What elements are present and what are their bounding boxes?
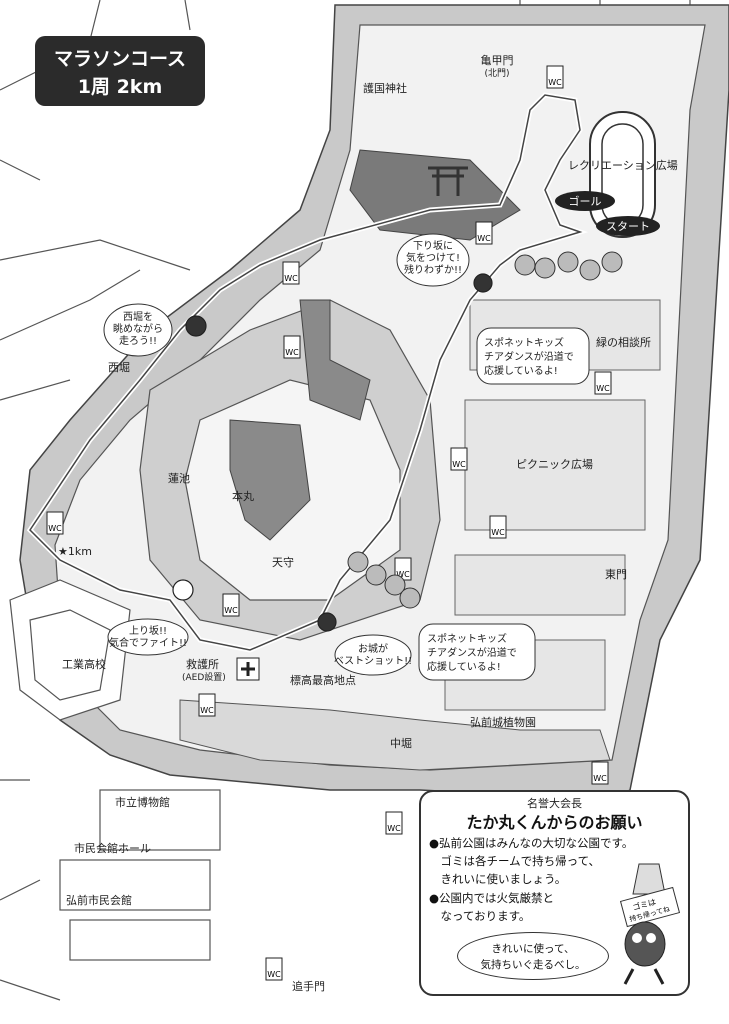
notice-panel: 名誉大会長 たか丸くんからのお願い ●弘前公園はみんなの大切な公園です。 ゴミは…: [419, 790, 690, 996]
label-kyugosho: 救護所: [186, 657, 219, 671]
svg-text:WC: WC: [477, 234, 491, 243]
wc-icon: WC: [546, 65, 564, 89]
svg-text:WC: WC: [548, 78, 562, 87]
label-nakabori: 中堀: [390, 737, 412, 750]
label-kame-gate: 亀甲門: [481, 53, 514, 67]
runner-figures: [172, 273, 493, 632]
svg-text:お城が: お城が: [358, 642, 388, 655]
bubble-kudari: 下り坂に 気をつけて! 残りわずか!!: [396, 233, 470, 287]
svg-text:WC: WC: [396, 570, 410, 579]
svg-text:スタート: スタート: [606, 220, 650, 233]
svg-text:チアダンスが沿道で: チアダンスが沿道で: [484, 350, 574, 363]
wc-icon: WC: [385, 811, 403, 835]
start-marker: スタート: [596, 216, 660, 236]
label-picnic: ピクニック広場: [516, 458, 593, 471]
svg-text:WC: WC: [224, 606, 238, 615]
wc-icon: WC: [282, 261, 300, 285]
wc-icon: WC: [283, 335, 301, 359]
notice-line: なっております。: [429, 909, 531, 923]
svg-text:WC: WC: [267, 970, 281, 979]
svg-text:応援しているよ!: 応援しているよ!: [484, 364, 558, 377]
notice-sub: 名誉大会長: [527, 797, 582, 810]
label-recreation: レクリエーション広場: [568, 159, 678, 172]
svg-text:WC: WC: [387, 824, 401, 833]
svg-text:気をつけて!: 気をつけて!: [406, 251, 460, 264]
wc-icon: WC: [265, 957, 283, 981]
notice-heading: たか丸くんからのお願い: [466, 813, 643, 832]
wc-icon: WC: [450, 447, 468, 471]
label-hakubutsukan: 市立博物館: [115, 795, 170, 809]
first-aid-icon: [236, 657, 260, 681]
label-shiminkaikan: 弘前市民会館: [66, 893, 132, 907]
course-title-line2: 1周 2km: [77, 76, 163, 98]
svg-text:下り坂に: 下り坂に: [413, 240, 453, 252]
svg-text:WC: WC: [284, 274, 298, 283]
svg-text:WC: WC: [285, 348, 299, 357]
bubble-nobori: 上り坂!! 気合でファイト!!: [107, 618, 189, 656]
svg-text:WC: WC: [200, 706, 214, 715]
notice-line: ゴミは各チームで持ち帰って、: [429, 854, 601, 868]
svg-text:WC: WC: [48, 524, 62, 533]
label-midori: 緑の相談所: [596, 335, 651, 349]
svg-text:走ろう!!: 走ろう!!: [119, 335, 157, 347]
label-hasuike: 蓮池: [168, 471, 190, 485]
svg-text:スポネットキッズ: スポネットキッズ: [427, 632, 507, 645]
notice-line: きれいに使いましょう。: [429, 872, 567, 886]
mascot-speech: きれいに使って、 気持ちいぐ走るべし。: [457, 932, 609, 980]
wc-icon: WC: [198, 693, 216, 717]
svg-text:WC: WC: [596, 384, 610, 393]
course-title-line1: マラソンコース: [53, 48, 187, 70]
notice-line: ●弘前公園はみんなの大切な公園です。: [429, 836, 634, 850]
label-gokoku: 護国神社: [363, 81, 407, 95]
place-labels: 亀甲門 (北門) 護国神社 レクリエーション広場 緑の相談所 ピクニック広場 西…: [58, 53, 678, 993]
southwest-blocks: [9, 579, 221, 961]
wc-icon: WC: [222, 593, 240, 617]
svg-text:WC: WC: [593, 774, 607, 783]
south-grounds: [179, 699, 611, 771]
svg-text:スポネットキッズ: スポネットキッズ: [484, 336, 564, 349]
label-shokubutsuen: 弘前城植物園: [470, 715, 536, 729]
mascot-takamaru: ゴミは 持ち帰ってね: [619, 863, 681, 985]
label-kyugosho-sub: (AED設置): [182, 671, 226, 683]
bubble-cheer-top: スポネットキッズ チアダンスが沿道で 応援しているよ!: [476, 327, 590, 385]
goal-marker: ゴール: [555, 191, 615, 211]
label-kogyo: 工業高校: [62, 657, 106, 671]
label-km-marker: ★1km: [58, 545, 92, 558]
svg-text:チアダンスが沿道で: チアダンスが沿道で: [427, 646, 517, 659]
notice-line: ●公園内では火気厳禁と: [429, 891, 555, 905]
label-hyoko: 標高最高地点: [290, 673, 356, 687]
wc-icon: WC: [594, 371, 612, 395]
label-higashimon: 東門: [605, 568, 627, 581]
bubble-nishibori: 西堀を 眺めながら 走ろう!!: [103, 303, 173, 357]
svg-text:残りわずか!!: 残りわずか!!: [404, 263, 462, 276]
label-honmaru: 本丸: [232, 489, 254, 503]
wc-icon: WC: [46, 511, 64, 535]
cheerleader-figures: [347, 251, 623, 609]
course-title: マラソンコース 1周 2km: [35, 36, 205, 106]
label-otemon: 追手門: [292, 979, 325, 993]
label-hall: 市民会館ホール: [74, 841, 151, 855]
label-kame-gate-sub: (北門): [484, 68, 509, 79]
svg-text:WC: WC: [491, 528, 505, 537]
label-tenshu: 天守: [272, 555, 294, 569]
wc-icon: WC: [591, 761, 609, 785]
svg-text:気合でファイト!!: 気合でファイト!!: [109, 636, 187, 649]
wc-icons: WC WC WC WC WC WC WC WC WC WC WC WC WC W…: [46, 65, 612, 981]
wc-icon: WC: [489, 515, 507, 539]
bubble-shiro: お城が ベストショット!!: [334, 634, 412, 676]
bubble-cheer-bottom: スポネットキッズ チアダンスが沿道で 応援しているよ!: [418, 623, 536, 681]
svg-text:ベストショット!!: ベストショット!!: [334, 655, 412, 667]
svg-text:上り坂!!: 上り坂!!: [129, 625, 167, 637]
label-nishibori: 西堀: [108, 361, 130, 374]
svg-text:西堀を: 西堀を: [123, 311, 153, 323]
svg-text:応援しているよ!: 応援しているよ!: [427, 660, 501, 673]
shrine-plaza: [349, 149, 521, 241]
svg-text:WC: WC: [452, 460, 466, 469]
torii-icon: [428, 166, 468, 196]
svg-text:眺めながら: 眺めながら: [113, 322, 163, 335]
svg-text:ゴール: ゴール: [569, 194, 602, 208]
wc-icon: WC: [475, 221, 493, 245]
honmaru-buildings: [229, 299, 371, 541]
